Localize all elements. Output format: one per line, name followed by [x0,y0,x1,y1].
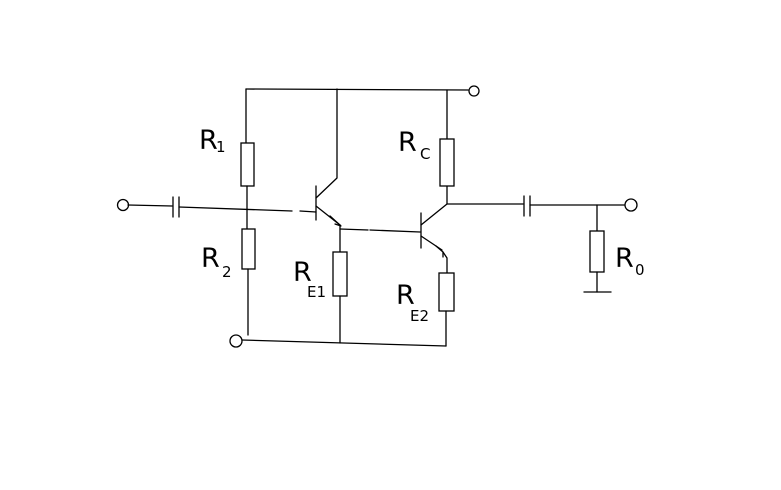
label-re2: R E2 [396,280,429,325]
svg-text:0: 0 [635,261,645,279]
resistor-re1 [332,251,348,297]
resistor-r2 [241,228,256,270]
output-terminal [624,198,638,212]
svg-text:1: 1 [216,138,226,156]
label-r0: R 0 [615,243,645,279]
resistor-rc [439,138,455,187]
t1-emitter-arrow [329,215,342,227]
label-rc: R C [398,127,430,163]
supply-rail [245,85,480,144]
svg-text:R: R [396,280,415,311]
svg-text:R: R [293,257,312,288]
label-r2: R 2 [201,243,232,281]
svg-text:2: 2 [222,263,232,281]
supply-terminal [468,85,480,97]
common-line [229,334,447,348]
label-re1: R E1 [293,257,326,301]
t1-emitter-branch [332,224,421,344]
svg-text:E1: E1 [307,283,326,301]
common-terminal [229,334,243,348]
collector-branch [439,89,455,187]
resistor-r0 [589,230,605,273]
svg-text:R: R [201,243,220,274]
output-coupling-capacitor [523,195,531,217]
input-section [116,196,317,218]
input-coupling-capacitor [172,196,180,218]
svg-text:C: C [420,145,430,163]
resistor-r1 [240,142,255,187]
label-r1: R 1 [199,125,226,156]
bias-divider [240,142,256,336]
output-section [446,195,638,293]
transistor-t1 [315,88,342,227]
t2-emitter-branch [438,272,455,347]
transistor-t2 [420,185,448,274]
svg-text:E2: E2 [410,307,429,325]
svg-text:R: R [199,125,218,156]
svg-text:R: R [398,127,417,158]
resistor-re2 [438,272,455,312]
input-terminal [116,198,130,212]
svg-text:R: R [615,243,634,274]
